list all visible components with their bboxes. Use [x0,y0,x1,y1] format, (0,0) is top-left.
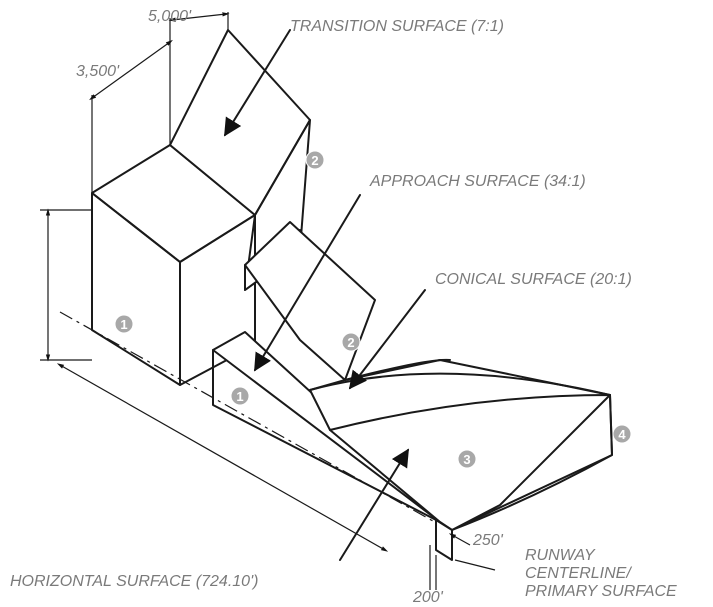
svg-text:4: 4 [618,427,626,442]
badge-4: 4 [612,424,632,444]
dimension-lines [40,12,496,590]
label-horizontal-surface: HORIZONTAL SURFACE (724.10') [10,573,258,590]
dimension-3500: 3,500' [76,63,120,80]
label-runway-1: RUNWAY [525,547,596,564]
dimension-200: 200' [412,589,444,606]
badge-1-approach: 1 [230,386,250,406]
badge-2-middle: 2 [341,332,361,352]
label-runway-2: CENTERLINE/ [525,565,632,582]
badge-1-block: 1 [114,314,134,334]
svg-text:1: 1 [236,389,243,404]
badge-2-upper: 2 [305,150,325,170]
label-approach-surface: APPROACH SURFACE (34:1) [369,173,586,190]
leader-lines [224,29,426,561]
dimension-250: 250' [472,532,504,549]
svg-text:3: 3 [463,452,470,467]
svg-text:2: 2 [347,335,354,350]
dimension-5000: 5,000' [148,8,192,25]
badge-3: 3 [457,449,477,469]
label-conical-surface: CONICAL SURFACE (20:1) [435,271,632,288]
label-transition-surface: TRANSITION SURFACE (7:1) [290,18,504,35]
svg-text:2: 2 [311,153,318,168]
svg-text:1: 1 [120,317,127,332]
primary-surface [435,519,453,561]
label-runway-3: PRIMARY SURFACE [525,583,677,600]
